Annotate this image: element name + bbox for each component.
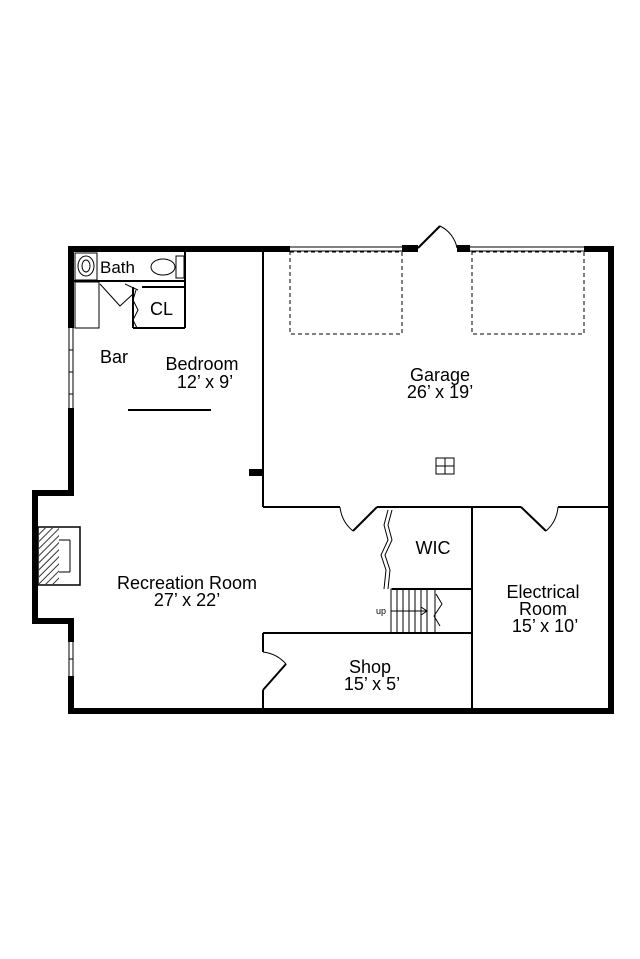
stairs-up-label: up [376,606,386,616]
recreation-size: 27’ x 22’ [154,590,220,610]
bedroom-size: 12’ x 9’ [177,372,233,392]
bath-label: Bath [100,258,135,277]
stairs [390,588,443,634]
electrical-label: Electrical [506,582,579,602]
bar-label: Bar [100,347,128,367]
garage-label: Garage [410,365,470,385]
wic-bifold-door [380,509,393,590]
closet-label: CL [150,299,173,319]
bath-closet-doors [99,283,139,329]
bedroom-label: Bedroom [165,354,238,374]
interior-walls [74,252,608,708]
electrical-label-2: Room [519,599,567,619]
window-left-lower [68,642,74,676]
window-left-upper [68,328,74,408]
shop-size: 15’ x 5’ [344,674,400,694]
recreation-label: Recreation Room [117,573,257,593]
garage-door-left [339,506,378,532]
sink-icon [74,252,98,281]
garage-entry-door [417,225,458,249]
fireplace [37,526,81,586]
garage-size: 26’ x 19’ [407,382,473,402]
garage-door-right [520,506,559,532]
toilet-icon [150,255,185,279]
electrical-size: 15’ x 10’ [512,616,578,636]
garage-door-tracks [289,251,585,335]
garage-door-openings [290,246,584,252]
exterior-walls [32,245,614,714]
wic-label: WIC [416,538,451,558]
shop-door [262,651,287,691]
shop-label: Shop [349,657,391,677]
floor-drain-icon [435,457,455,475]
